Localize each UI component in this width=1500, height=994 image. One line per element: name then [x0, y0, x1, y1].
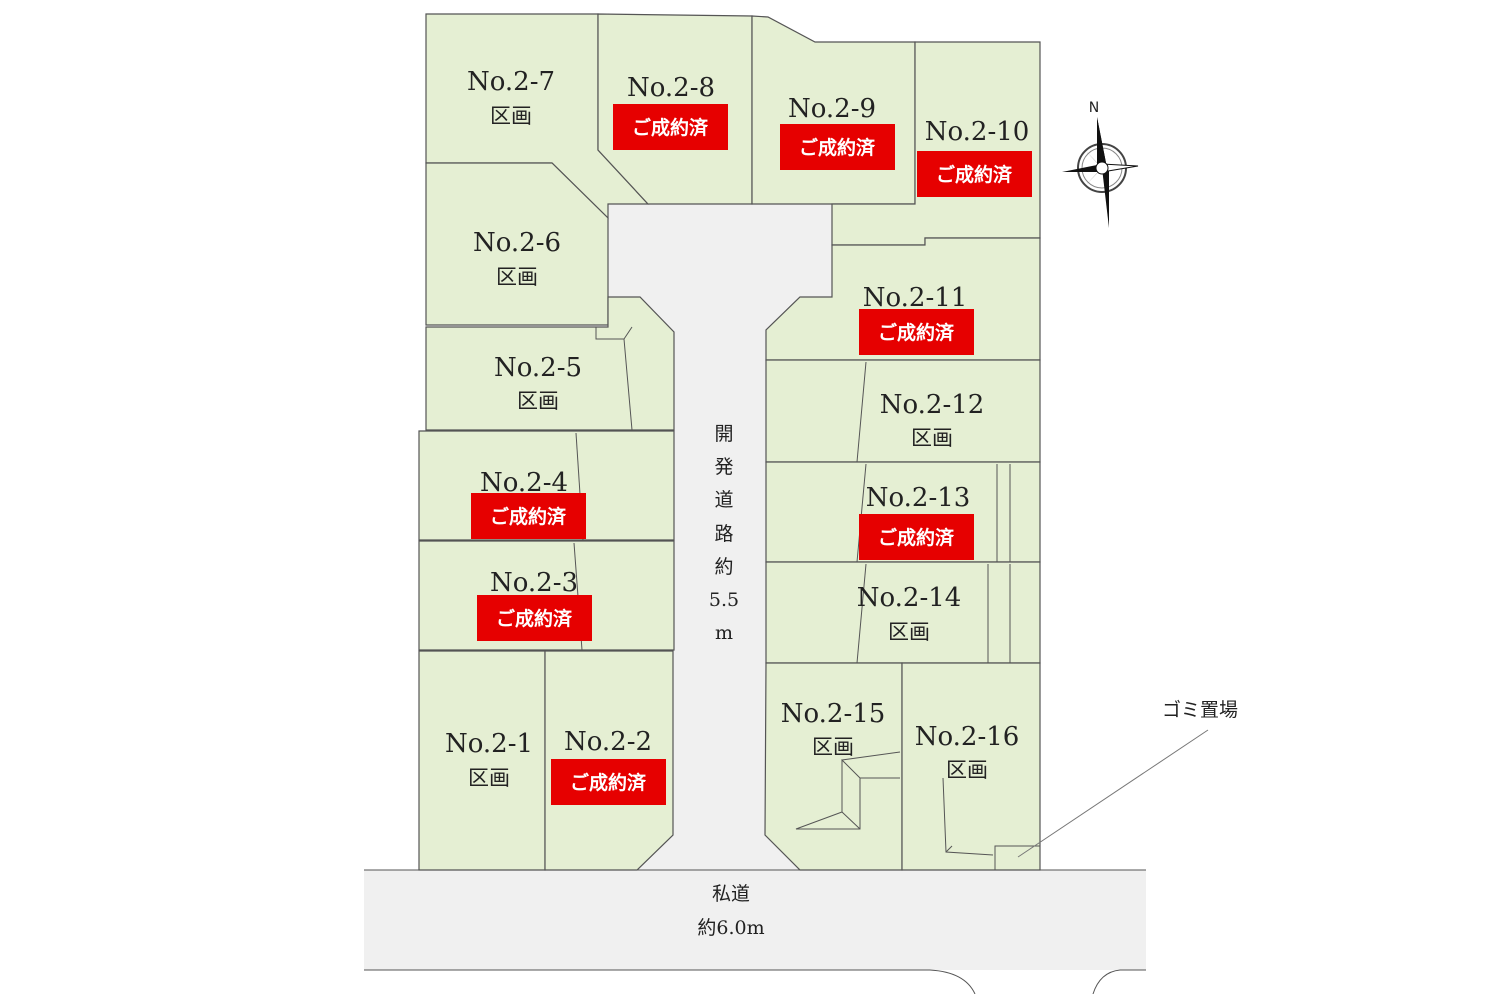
development-road-label: 開 発 道 路 約 5.5 m — [709, 423, 739, 644]
sold-badge-text: ご成約済 — [799, 136, 876, 159]
road-char: m — [715, 622, 733, 644]
lot-number: No.2-9 — [788, 94, 876, 124]
sold-badge — [859, 514, 974, 560]
sold-badge — [551, 759, 666, 805]
lot-number: No.2-13 — [866, 483, 971, 513]
lot-status: 区画 — [490, 104, 532, 128]
lot-number: No.2-1 — [445, 729, 533, 759]
compass-icon: N — [1062, 100, 1139, 228]
lot-status: 区画 — [468, 766, 510, 790]
sold-badge-text: ご成約済 — [490, 505, 567, 528]
garbage-area — [994, 845, 1041, 871]
lot-number: No.2-11 — [863, 283, 968, 313]
lot-number: No.2-2 — [564, 727, 652, 757]
compass-north-label: N — [1089, 100, 1099, 116]
sold-badge — [859, 309, 974, 355]
lot-number: No.2-10 — [925, 117, 1030, 147]
road-char: 開 — [714, 423, 733, 445]
lot-number: No.2-14 — [857, 583, 962, 613]
lot-number: No.2-5 — [494, 353, 582, 383]
private-road-name: 私道 — [712, 883, 750, 905]
road-char: 発 — [714, 456, 733, 478]
sold-badge-text: ご成約済 — [878, 526, 955, 549]
lot-2-5[interactable] — [425, 296, 675, 431]
private-road — [364, 869, 1146, 994]
sold-badge-text: ご成約済 — [936, 163, 1013, 186]
sold-badge — [917, 151, 1032, 197]
lot-status: 区画 — [946, 758, 988, 782]
sold-badge-text: ご成約済 — [496, 607, 573, 630]
lot-number: No.2-8 — [627, 73, 715, 103]
sold-badge — [780, 124, 895, 170]
lot-status: 区画 — [517, 389, 559, 413]
road-char: 約 — [714, 556, 733, 578]
lot-number: No.2-6 — [473, 228, 561, 258]
sold-badge — [613, 104, 728, 150]
lot-number: No.2-16 — [915, 722, 1020, 752]
private-road-width: 約6.0m — [697, 917, 764, 939]
lot-2-1[interactable] — [418, 650, 546, 871]
lot-number: No.2-15 — [781, 699, 886, 729]
lot-status: 区画 — [812, 735, 854, 759]
lot-status: 区画 — [911, 426, 953, 450]
road-char: 道 — [714, 489, 733, 511]
road-char: 路 — [714, 523, 733, 545]
lot-2-15[interactable] — [764, 662, 903, 871]
lot-status: 区画 — [496, 265, 538, 289]
garbage-label: ゴミ置場 — [1162, 699, 1238, 721]
lot-2-6[interactable] — [425, 162, 609, 326]
sold-badge-text: ご成約済 — [632, 116, 709, 139]
road-char: 5.5 — [709, 589, 739, 611]
sold-badge — [471, 493, 586, 539]
sold-badge — [477, 595, 592, 641]
lot-number: No.2-3 — [490, 568, 578, 598]
sold-badge-text: ご成約済 — [570, 771, 647, 794]
lot-status: 区画 — [888, 620, 930, 644]
lot-labels: No.2-7 区画 No.2-6 区画 No.2-5 区画 No.2-12 区画… — [445, 67, 1032, 805]
sold-badge-text: ご成約済 — [878, 321, 955, 344]
lot-number: No.2-12 — [880, 390, 985, 420]
lot-number: No.2-7 — [467, 67, 555, 97]
